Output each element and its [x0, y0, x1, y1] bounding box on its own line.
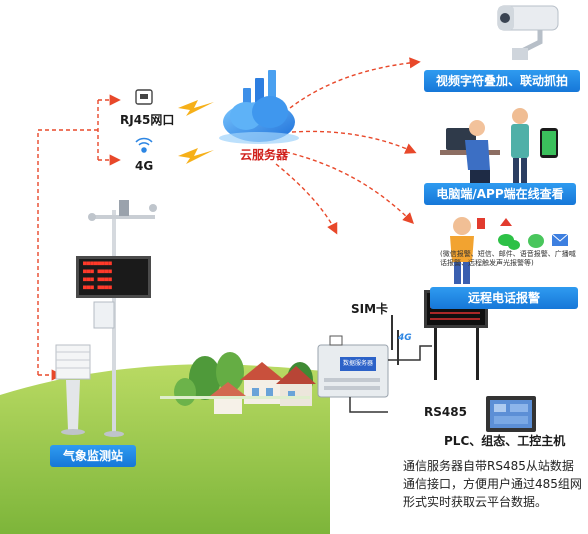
- camera-icon: [497, 5, 559, 60]
- wireless-signal-icon: [135, 137, 153, 153]
- wechat-icon: [498, 234, 520, 250]
- house: [210, 382, 246, 414]
- led-line: ■■■ ■■■■: [83, 276, 112, 283]
- ethernet-port-icon: [135, 89, 153, 105]
- house: [240, 362, 284, 404]
- gateway-links: [349, 345, 432, 413]
- notification-icon: [500, 218, 512, 226]
- station-led-screen: ■■■■■■■■ ■■■ ■■■■ ■■■ ■■■■ ■■■ ■■■■: [80, 260, 151, 294]
- tree: [216, 352, 244, 392]
- computer-user-icon: [440, 120, 500, 184]
- sms-icon: [528, 234, 544, 248]
- alarm-types-text: (微信报警、短信、邮件、语音报警、广播喊话报警、远程触发声光报警等): [440, 250, 576, 267]
- cloud-arrows: [275, 57, 421, 235]
- grass-hill: [0, 364, 330, 534]
- sim-card-label: SIM卡: [351, 302, 389, 316]
- station-link: [37, 94, 121, 381]
- phone-alarm-user-icon: [450, 217, 485, 284]
- fence: [160, 396, 310, 399]
- rs485-label: RS485: [424, 405, 467, 419]
- gateway-device: [317, 315, 399, 398]
- touch-panel-icon: [486, 396, 536, 432]
- weather-station-label: 气象监测站: [50, 445, 136, 467]
- plc-label: PLC、组态、工控主机: [444, 434, 566, 448]
- weather-station-icon: [55, 200, 157, 437]
- phone-user-icon: [511, 108, 558, 184]
- led-line: ■■■ ■■■■: [83, 284, 112, 291]
- phone-alarm-label: 远程电话报警: [430, 287, 578, 309]
- rj45-label: RJ45网口: [120, 113, 175, 127]
- fourg-label: 4G: [135, 159, 154, 173]
- gateway-4g-label: 4G: [398, 333, 412, 343]
- landscape: [0, 352, 330, 534]
- email-icon: [551, 233, 569, 246]
- cloud-server-icon: [219, 70, 299, 144]
- gateway-name-label: 数据服务器: [342, 360, 373, 367]
- lightning-icon: [178, 100, 214, 164]
- tree: [189, 356, 221, 400]
- house: [276, 366, 316, 406]
- pc-app-view-label: 电脑端/APP端在线查看: [424, 183, 576, 205]
- description-text: 通信服务器自带RS485从站数据通信接口，方便用户通过485组网形式实时获取云平…: [403, 459, 582, 509]
- tree: [174, 378, 196, 406]
- cloud-server-label: 云服务器: [240, 148, 289, 162]
- led-line: ■■■■■■■■: [83, 260, 112, 267]
- video-overlay-label: 视频字符叠加、联动抓拍: [424, 70, 580, 92]
- led-line: ■■■ ■■■■: [83, 268, 112, 275]
